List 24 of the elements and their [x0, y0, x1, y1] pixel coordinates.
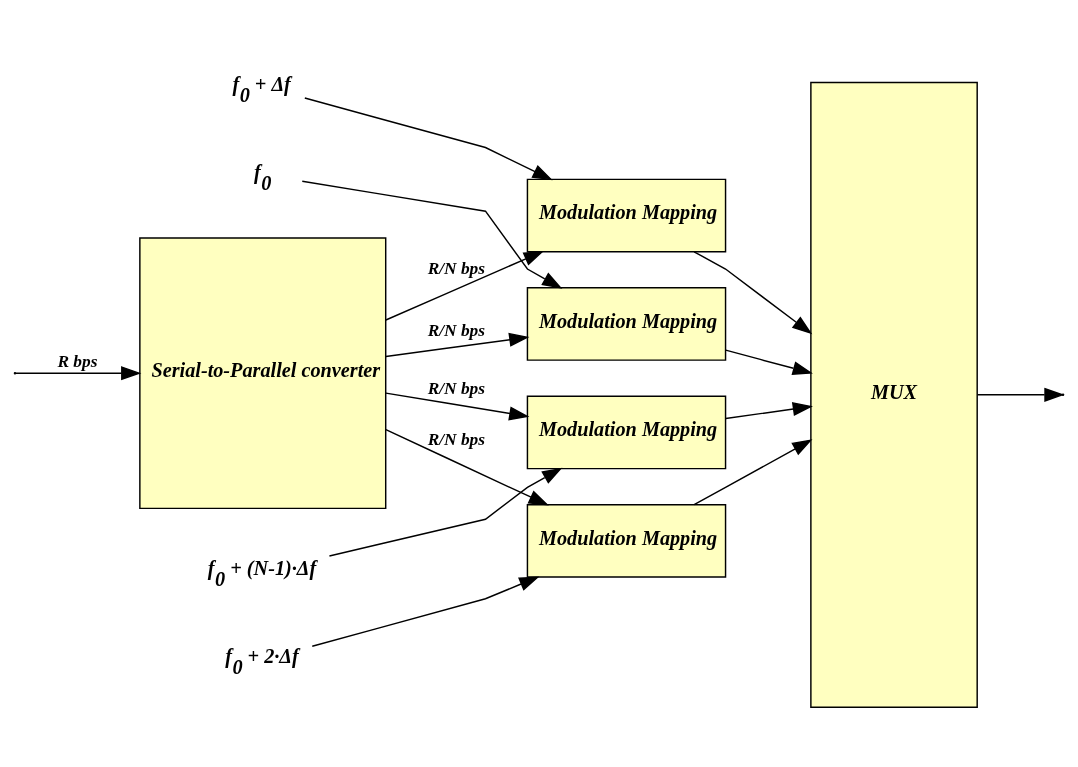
arrow	[385, 332, 530, 357]
node-box: MUX	[810, 81, 978, 708]
node-box: Modulation Mapping	[526, 395, 727, 469]
arrow	[725, 348, 813, 375]
arrow	[14, 365, 142, 380]
edge-label: R/N bps	[427, 258, 485, 278]
arrow	[385, 250, 544, 321]
arrow	[304, 96, 553, 180]
arrow	[311, 575, 540, 647]
arrow	[725, 401, 813, 419]
arrow	[385, 391, 530, 420]
arrow	[693, 250, 813, 334]
arrow	[328, 467, 563, 557]
node-box: Modulation Mapping	[526, 503, 727, 578]
arrow	[301, 180, 563, 289]
arrow	[693, 438, 813, 505]
edge-label: R/N bps	[427, 320, 485, 340]
edge-label: R/N bps	[427, 378, 485, 398]
arrow	[385, 428, 549, 505]
node-box: Modulation Mapping	[526, 178, 727, 252]
edge-label: R bps	[57, 351, 98, 371]
edge-label: R/N bps	[427, 429, 485, 449]
node-box: Serial-to-Parallel converter	[139, 236, 387, 509]
node-box: Modulation Mapping	[526, 286, 727, 361]
